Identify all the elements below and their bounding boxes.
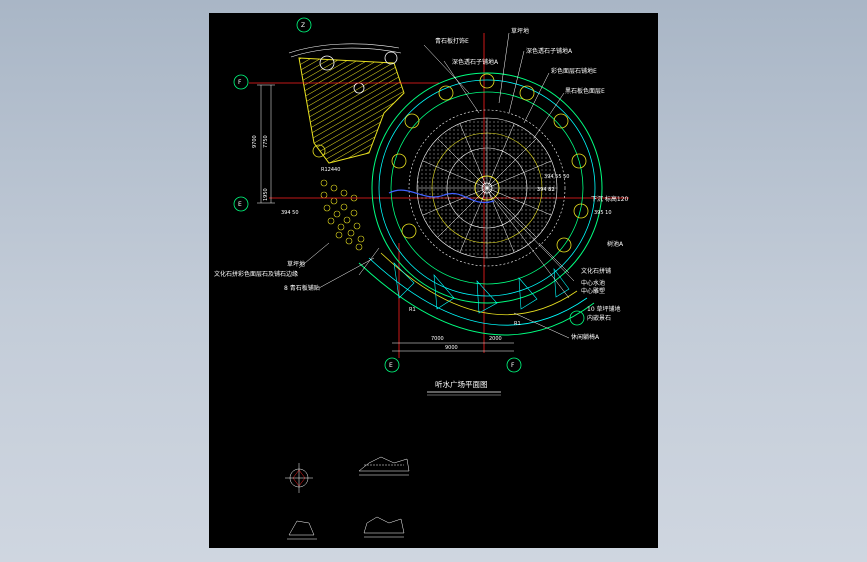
dim-bottom-a: 7000	[431, 336, 444, 342]
tree-pits	[391, 73, 589, 253]
dim-left-total: 9700	[252, 135, 258, 148]
label-top-1: 深色透石子铺地A	[452, 58, 499, 66]
label-top-0: 青石板打饰E	[435, 37, 469, 45]
label-top-3: 深色透石子铺地A	[526, 47, 573, 55]
label-right-1: 树池A	[607, 240, 624, 248]
dim-d4: 395 10	[594, 210, 612, 216]
dim-d2: 394 55 50	[544, 174, 569, 180]
grid-mark-f-bottom: F	[511, 362, 515, 369]
dim-bottom-total: 9000	[445, 345, 458, 351]
detail-4	[363, 516, 405, 538]
drawing-title: 听水广场平面图	[435, 379, 488, 389]
detail-2	[358, 456, 410, 476]
grid-mark-f-top: F	[238, 79, 242, 86]
label-left-0: 草坪地	[287, 260, 305, 268]
dim-d1: 394 50	[281, 210, 299, 216]
label-top-2: 草坪地	[511, 27, 529, 35]
label-right-2: 文化石拼铺	[581, 267, 611, 275]
dim-left-lower: 1950	[263, 188, 269, 201]
radial-spokes	[417, 118, 557, 258]
grid-bubbles	[233, 17, 585, 373]
dim-bottom-b: 2000	[489, 336, 502, 342]
dim-radius: R12440	[321, 167, 340, 173]
label-right-5: 10 草坪铺地	[587, 305, 621, 313]
dimension-lines	[257, 84, 514, 352]
label-top-5: 黑石板色面层E	[565, 87, 605, 95]
grid-mark-e-bottom: E	[389, 362, 393, 369]
leader-lines	[298, 32, 575, 339]
label-left-2: 8 青石板铺贴	[284, 284, 320, 292]
plan-drawing: F E E F Z 9700 7750 1950 7000 2000 9000 …	[214, 17, 629, 540]
stepping-stones	[320, 179, 365, 251]
dim-left-upper: 7750	[263, 135, 269, 148]
cad-viewport[interactable]: F E E F Z 9700 7750 1950 7000 2000 9000 …	[209, 13, 658, 548]
grid-mark-z: Z	[301, 22, 305, 29]
detail-thumbnails	[285, 456, 410, 540]
label-right-6: 内嵌景石	[587, 314, 611, 322]
label-left-1: 文化石拼彩色面层石及铺石边缘	[214, 270, 298, 278]
dim-d5: R1	[409, 307, 416, 313]
label-right-4: 中心雕塑	[581, 287, 605, 295]
lower-band	[358, 252, 595, 336]
water-stream	[388, 189, 495, 204]
dim-d3: 394 82	[537, 187, 555, 193]
label-right-0: 下沉 标高120	[591, 195, 629, 203]
dim-d6: R1	[514, 321, 521, 327]
planting-area	[288, 43, 405, 164]
detail-3	[287, 520, 317, 540]
label-right-3: 中心水池	[581, 279, 605, 287]
label-top-4: 彩色面层石铺地E	[551, 67, 597, 75]
label-right-7: 休闲躺椅A	[571, 333, 600, 341]
grid-mark-e-left: E	[238, 201, 242, 208]
detail-1	[285, 463, 313, 493]
